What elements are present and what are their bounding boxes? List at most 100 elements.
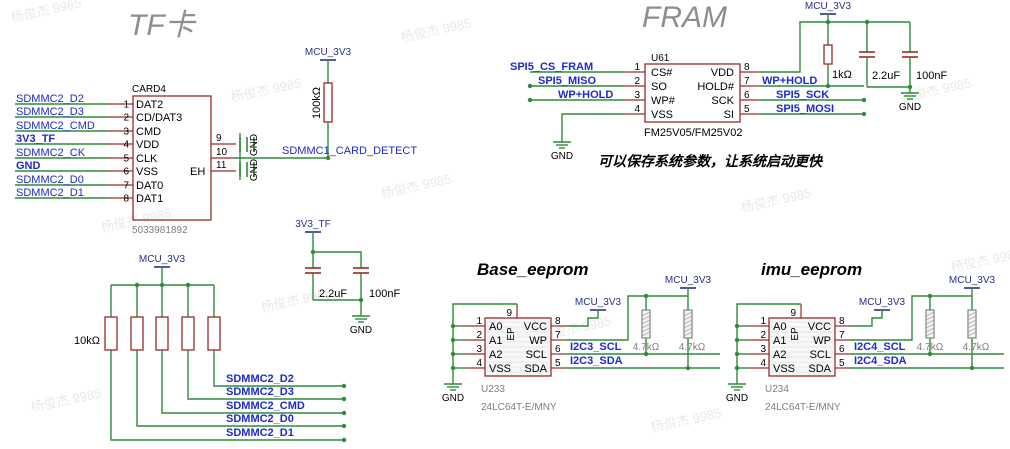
resistor-hatch bbox=[683, 311, 693, 317]
fram-note: 可以保存系统参数，让系统启动更快 bbox=[598, 153, 824, 170]
tf-pin-number: 5 bbox=[123, 154, 129, 165]
fram-part-number: FM25V05/FM25V02 bbox=[644, 127, 742, 139]
eeprom-pin-name: VCC bbox=[808, 321, 831, 333]
eeprom-pin-number: 3 bbox=[476, 344, 482, 355]
tf-bus-net-label: SDMMC2_CMD bbox=[226, 400, 305, 412]
tf-bus-net-end bbox=[341, 396, 347, 402]
eeprom-pin-name: A0 bbox=[489, 321, 502, 333]
eeprom-wp-wire bbox=[850, 295, 972, 341]
tf-card-designator: CARD4 bbox=[132, 84, 166, 95]
eeprom-gnd-junction bbox=[734, 323, 740, 329]
eeprom-pin-number: 4 bbox=[476, 358, 482, 369]
tf-gnd-label: GND bbox=[249, 159, 260, 181]
tf-pin-name: VSS bbox=[136, 166, 158, 178]
eeprom-pin-name: SCL bbox=[810, 349, 831, 361]
eeprom-pin-number: 2 bbox=[476, 330, 482, 341]
fram-pin-number: 2 bbox=[634, 76, 640, 87]
tf-bus-value: 10kΩ bbox=[74, 335, 100, 347]
eeprom-scl-junction bbox=[643, 351, 649, 357]
eeprom-ep-number: 9 bbox=[790, 308, 796, 319]
fram-power-label: MCU_3V3 bbox=[805, 1, 852, 12]
eeprom-gnd-label: GND bbox=[726, 393, 748, 404]
eeprom-pin-name: SDA bbox=[808, 363, 831, 375]
eeprom-pin-number: 4 bbox=[760, 358, 766, 369]
resistor-hatch bbox=[683, 323, 693, 329]
eeprom-title: imu_eeprom bbox=[761, 260, 862, 279]
tf-bus-resistor bbox=[130, 316, 144, 351]
resistor-hatch bbox=[967, 315, 977, 321]
eeprom-pullup-power-label: MCU_3V3 bbox=[665, 275, 712, 286]
resistor-hatch bbox=[925, 323, 935, 329]
eeprom-designator: U233 bbox=[481, 384, 505, 395]
fram-pin-name: CS# bbox=[651, 67, 673, 79]
eeprom-pin-number: 6 bbox=[555, 344, 561, 355]
fram-designator: U61 bbox=[651, 53, 670, 64]
watermark-text: 杨俊杰 9985 bbox=[740, 185, 813, 215]
tf-pin-number: 2 bbox=[123, 113, 129, 124]
fram-pin-name: VSS bbox=[651, 109, 673, 121]
fram-net-end bbox=[527, 97, 533, 103]
fram-cap-2u2-value: 2.2uF bbox=[872, 70, 900, 82]
fram-pin-number: 3 bbox=[634, 90, 640, 101]
tf-bypass-wire bbox=[313, 251, 362, 268]
eeprom-sda-net-label: I2C3_SDA bbox=[570, 355, 623, 367]
resistor-hatch bbox=[925, 311, 935, 317]
resistor-hatch bbox=[967, 331, 977, 337]
tf-bus-resistor bbox=[104, 316, 118, 351]
tf-bus-net-label: SDMMC2_D3 bbox=[226, 386, 294, 398]
resistor-hatch bbox=[925, 315, 935, 321]
tf-net-label: SDMMC2_CK bbox=[16, 147, 86, 159]
eeprom-pin-number: 1 bbox=[760, 316, 766, 327]
fram-net-end bbox=[527, 83, 533, 89]
tf-pin-number: 3 bbox=[123, 127, 129, 138]
tf-bus-net-label: SDMMC2_D2 bbox=[226, 373, 294, 385]
eeprom-pin-number: 7 bbox=[555, 330, 561, 341]
resistor-hatch bbox=[925, 327, 935, 333]
fram-power-wire bbox=[760, 21, 910, 73]
resistor-hatch bbox=[641, 327, 651, 333]
eeprom-gnd-junction bbox=[450, 337, 456, 343]
tf-bus-net-wire bbox=[161, 361, 344, 414]
tf-bus-net-wire bbox=[187, 361, 344, 400]
watermark-text: 杨俊杰 9985 bbox=[650, 405, 723, 435]
eeprom-sda-junction bbox=[969, 365, 975, 371]
tf-net-label: SDMMC2_D2 bbox=[16, 93, 84, 105]
tf-bus-net-wire bbox=[110, 361, 344, 441]
fram-net-end bbox=[861, 97, 867, 103]
tf-net-label: GND bbox=[16, 160, 41, 172]
tf-cap-100n-value: 100nF bbox=[369, 288, 400, 300]
eeprom-pin-number: 7 bbox=[839, 330, 845, 341]
fram-title: FRAM bbox=[642, 1, 727, 34]
resistor-hatch bbox=[683, 319, 693, 325]
eeprom-pin-number: 1 bbox=[476, 316, 482, 327]
tf-pullup-resistor bbox=[323, 82, 333, 123]
fram-pin-number: 8 bbox=[744, 62, 750, 73]
tf-bus-net-end bbox=[341, 410, 347, 416]
eeprom-pin-number: 3 bbox=[760, 344, 766, 355]
tf-pin-number: 8 bbox=[123, 194, 129, 205]
eeprom-pullup-junction bbox=[643, 293, 649, 299]
tf-pin-number: 7 bbox=[123, 181, 129, 192]
resistor-hatch bbox=[967, 319, 977, 325]
eeprom-pin-number: 5 bbox=[839, 358, 845, 369]
tf-pullup-power-label: MCU_3V3 bbox=[305, 47, 352, 58]
eeprom-pin-name: WP bbox=[813, 335, 831, 347]
eeprom-gnd-junction bbox=[450, 323, 456, 329]
tf-pin-name: DAT1 bbox=[136, 193, 163, 205]
eeprom-part-number: 24LC64T-E/MNY bbox=[765, 402, 841, 413]
eeprom-sda-net-label: I2C4_SDA bbox=[854, 355, 907, 367]
eeprom-scl-net-label: I2C3_SCL bbox=[570, 341, 622, 353]
fram-pin-name: SO bbox=[651, 81, 667, 93]
eeprom-vcc-wire bbox=[566, 310, 599, 327]
tf-bus-power-label: MCU_3V3 bbox=[139, 254, 186, 265]
tf-pin-number: 4 bbox=[123, 140, 129, 151]
eeprom-vcc-wire bbox=[850, 310, 883, 327]
eeprom-pin-name: SDA bbox=[524, 363, 547, 375]
fram-cap-100n-value: 100nF bbox=[916, 70, 947, 82]
tf-detect-net-label: SDMMC1_CARD_DETECT bbox=[282, 145, 417, 157]
eeprom-ep-label: EP bbox=[790, 327, 801, 341]
resistor-hatch bbox=[967, 323, 977, 329]
eeprom-pin-number: 8 bbox=[839, 316, 845, 327]
fram-vss-wire bbox=[561, 113, 624, 136]
